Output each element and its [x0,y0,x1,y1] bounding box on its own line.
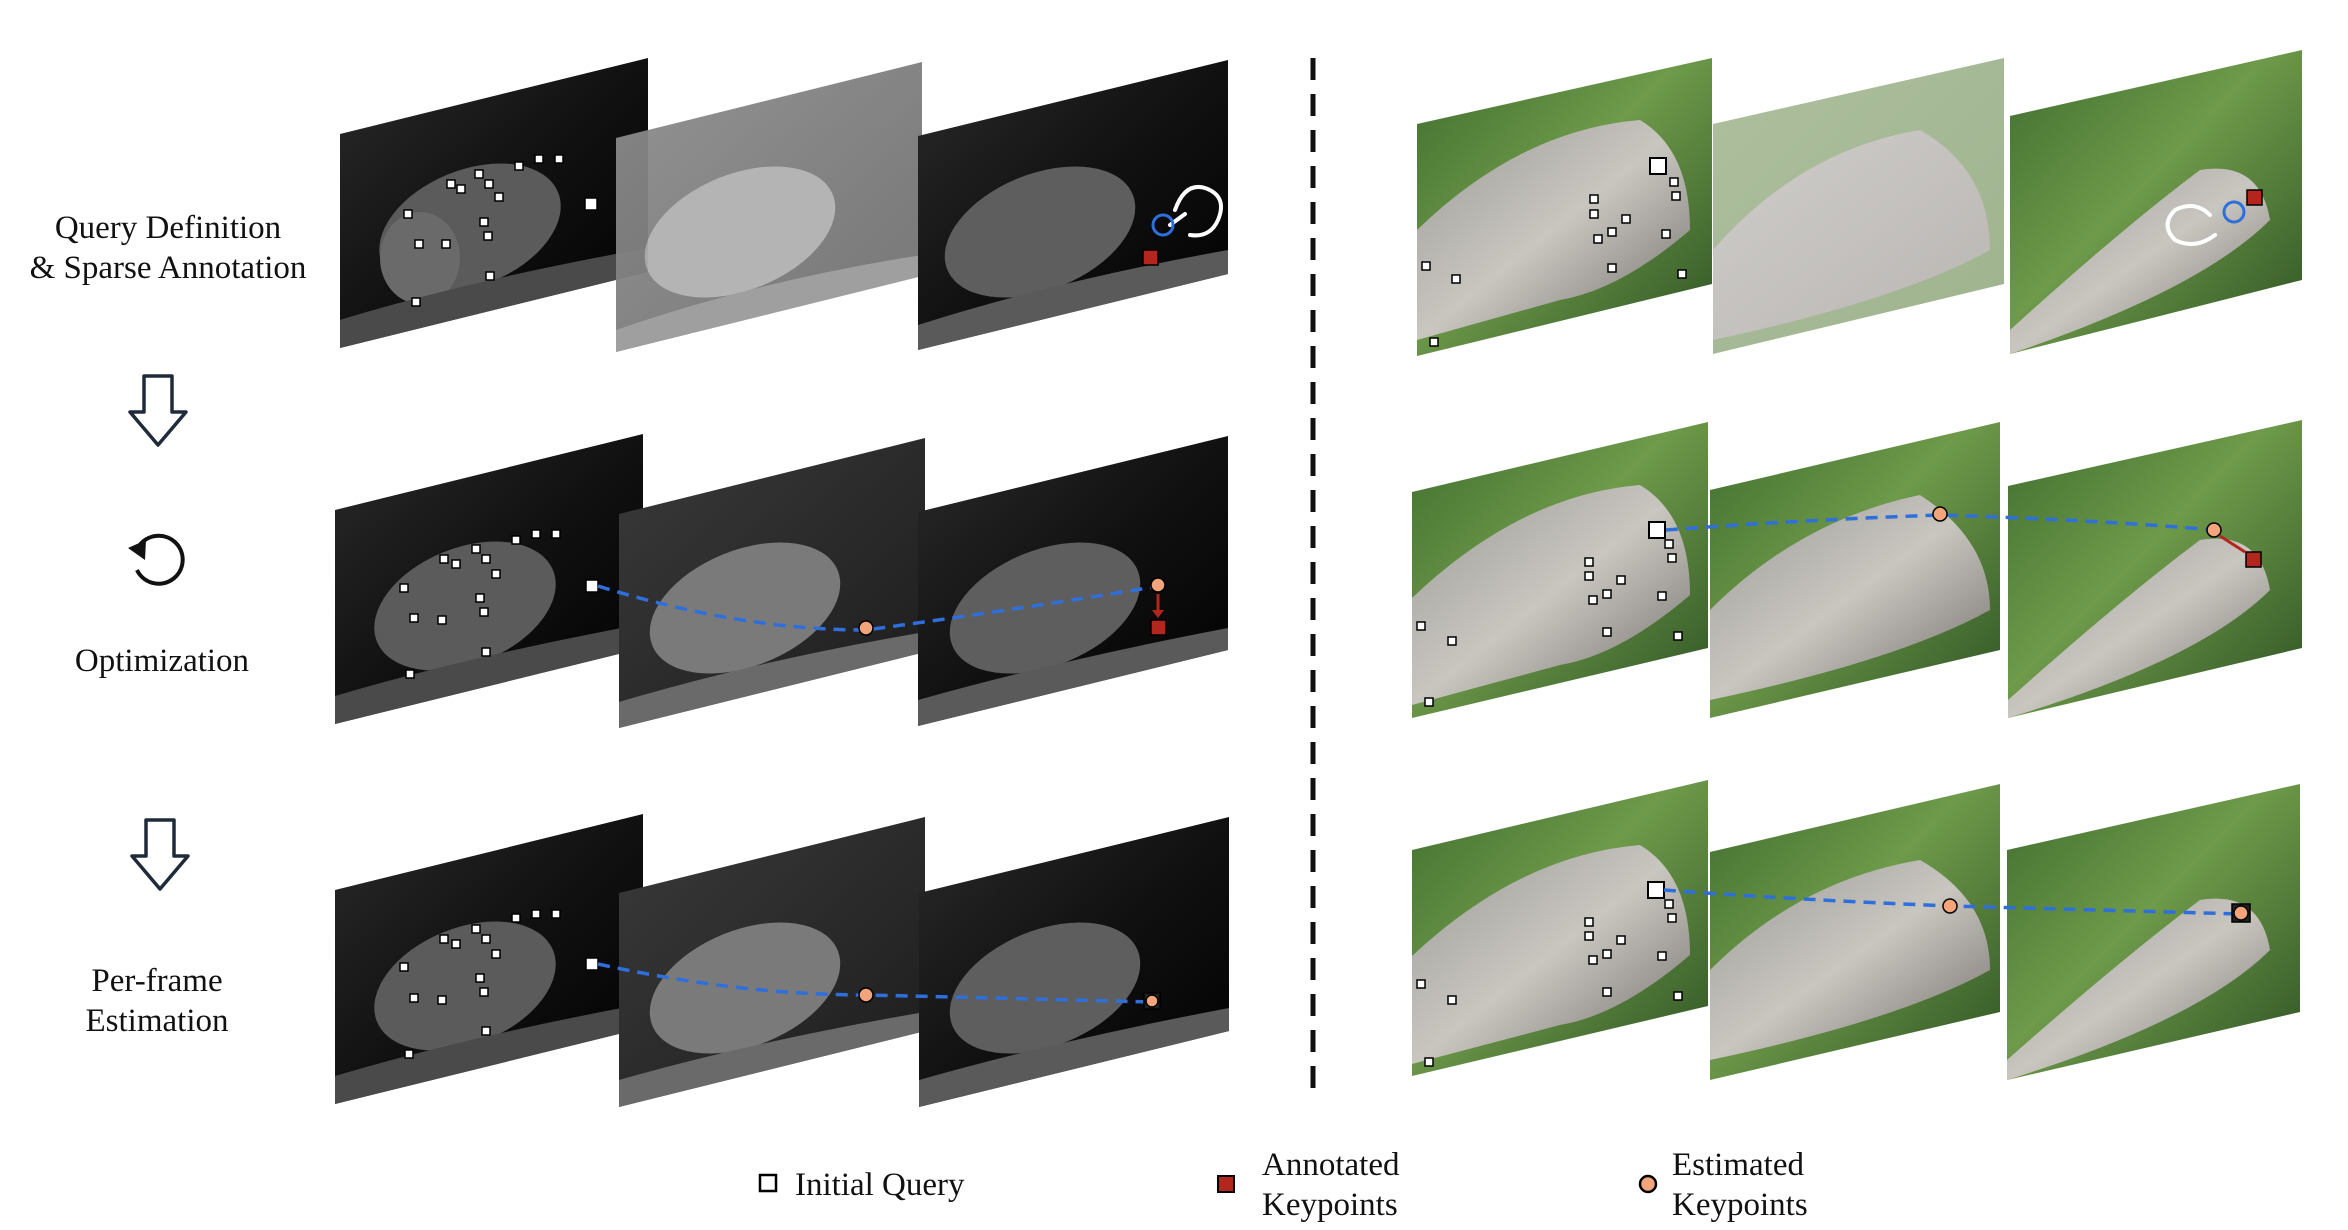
fly-frames [335,58,1229,1107]
fly-frame [918,60,1228,350]
legend-label: Estimated [1672,1147,1804,1183]
refresh-icon [128,533,185,586]
koala-frame [1713,58,2004,354]
stage-label-line: Estimation [85,1003,229,1039]
fly-frame [335,434,643,724]
koala-row-query [1417,50,2302,356]
koala-frame [2007,784,2300,1080]
koala-frame [1710,422,2000,718]
down-arrow-icon [130,818,190,891]
koala-row-optimization [1412,420,2302,718]
legend-annotated: Annotated Keypoints [1262,1145,1399,1225]
koala-frame [1412,780,1708,1076]
koala-frame [2008,420,2302,718]
koala-frames [1412,50,2302,1080]
legend-marker-annotated [1217,1175,1235,1193]
fly-row-query [340,58,1228,352]
fly-row-estimation [335,814,1229,1107]
legend-estimated: Estimated Keypoints [1672,1145,1808,1225]
legend-initial-query: Initial Query [795,1165,965,1205]
stage-label-optimization: Optimization [0,641,332,681]
koala-frame [1710,784,2000,1080]
fly-frame [918,436,1228,726]
legend-label: Initial Query [795,1167,965,1203]
fly-frame [335,814,643,1104]
down-arrow-icon [128,374,188,447]
hand-pointer-icon [2165,204,2217,246]
fly-frame [616,62,922,352]
legend-marker-estimated [1638,1174,1658,1194]
koala-frame [2010,50,2302,354]
koala-row-estimation [1412,780,2300,1080]
stage-label-line: & Sparse Annotation [29,250,307,286]
fly-frame [619,817,925,1107]
fly-frame [340,58,648,348]
legend-marker-initial-query [758,1173,778,1193]
koala-frame [1417,58,1712,356]
legend-label: Annotated [1262,1147,1400,1183]
stage-label-line: Per-frame [91,963,223,999]
fly-row-optimization [335,434,1228,728]
stage-label-estimation: Per-frame Estimation [0,961,327,1041]
fly-frame [919,817,1229,1107]
koala-frame [1412,422,1708,718]
stage-label-line: Query Definition [54,210,282,246]
legend-label: Keypoints [1262,1187,1398,1223]
stage-label-line: Optimization [74,643,250,679]
stage-label-query: Query Definition & Sparse Annotation [0,208,338,288]
fly-frame [619,438,925,728]
legend-label: Keypoints [1672,1187,1808,1223]
